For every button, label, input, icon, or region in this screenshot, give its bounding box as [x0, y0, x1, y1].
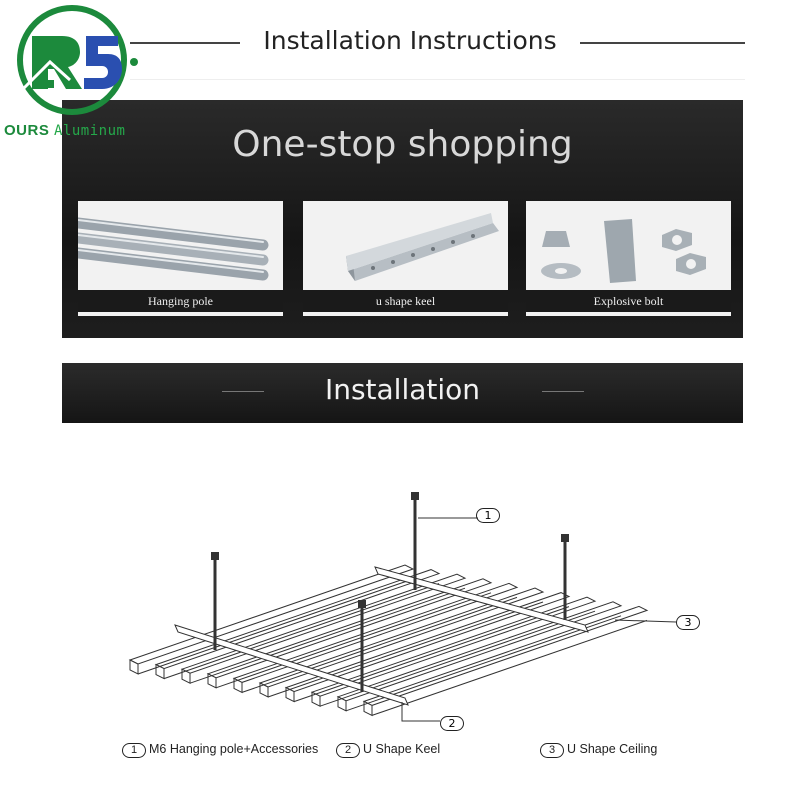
- slat-edge: [189, 587, 466, 684]
- slat-end: [363, 700, 373, 717]
- slat-end: [181, 668, 191, 685]
- slat-end: [233, 677, 243, 694]
- product-card-explosive-bolt: Explosive bolt: [526, 201, 731, 316]
- callout-2: 2: [440, 716, 467, 731]
- product-label: Explosive bolt: [526, 290, 731, 312]
- one-stop-shopping-banner: One-stop shopping Hanging pole u shape k…: [62, 100, 743, 338]
- installation-banner: Installation: [62, 363, 743, 423]
- product-card-u-shape-keel: u shape keel: [303, 201, 508, 316]
- product-card-hanging-pole: Hanging pole: [78, 201, 283, 316]
- slat-edge: [241, 596, 518, 693]
- pole-anchor: [411, 492, 419, 500]
- explosive-bolt-image: [541, 219, 706, 283]
- pole-anchor: [211, 552, 219, 560]
- pole-anchor: [358, 600, 366, 608]
- slat-edge: [163, 583, 440, 680]
- pole-anchor: [561, 534, 569, 542]
- banner-rule-left: [222, 391, 264, 392]
- title-rule-right: [580, 42, 745, 44]
- brand-suffix: Aluminum: [54, 123, 126, 139]
- slat-edge: [267, 601, 544, 698]
- product-label: Hanging pole: [78, 290, 283, 312]
- banner-rule-right: [542, 391, 584, 392]
- callout-3: 3: [676, 615, 703, 630]
- slat-end: [311, 691, 321, 708]
- brand-word: OURS: [4, 122, 50, 139]
- leader-line-2: [401, 702, 440, 722]
- slat-edge: [293, 606, 570, 703]
- slat-edge: [371, 619, 648, 716]
- u-shape-keel: [174, 624, 409, 706]
- title-rule-left: [130, 42, 240, 44]
- banner-title: One-stop shopping: [232, 124, 573, 165]
- product-label: u shape keel: [303, 290, 508, 312]
- installation-diagram: 1 2 3: [90, 480, 710, 731]
- divider: [130, 79, 745, 80]
- brand-name: OURS Aluminum: [4, 122, 125, 139]
- banner-title: Installation: [324, 373, 481, 406]
- ceiling-assembly-drawing: [128, 492, 677, 722]
- callout-1: 1: [476, 508, 503, 523]
- u-shape-keel: [374, 566, 589, 633]
- u-shape-keel-image: [346, 213, 499, 281]
- slat-edge: [215, 592, 492, 689]
- page-title: Installation Instructions: [263, 26, 557, 55]
- slat-end: [337, 695, 347, 712]
- leader-line-3: [614, 619, 677, 623]
- hanging-pole-image: [78, 217, 269, 281]
- slat-edge: [137, 578, 414, 675]
- brand-logo: [8, 2, 138, 120]
